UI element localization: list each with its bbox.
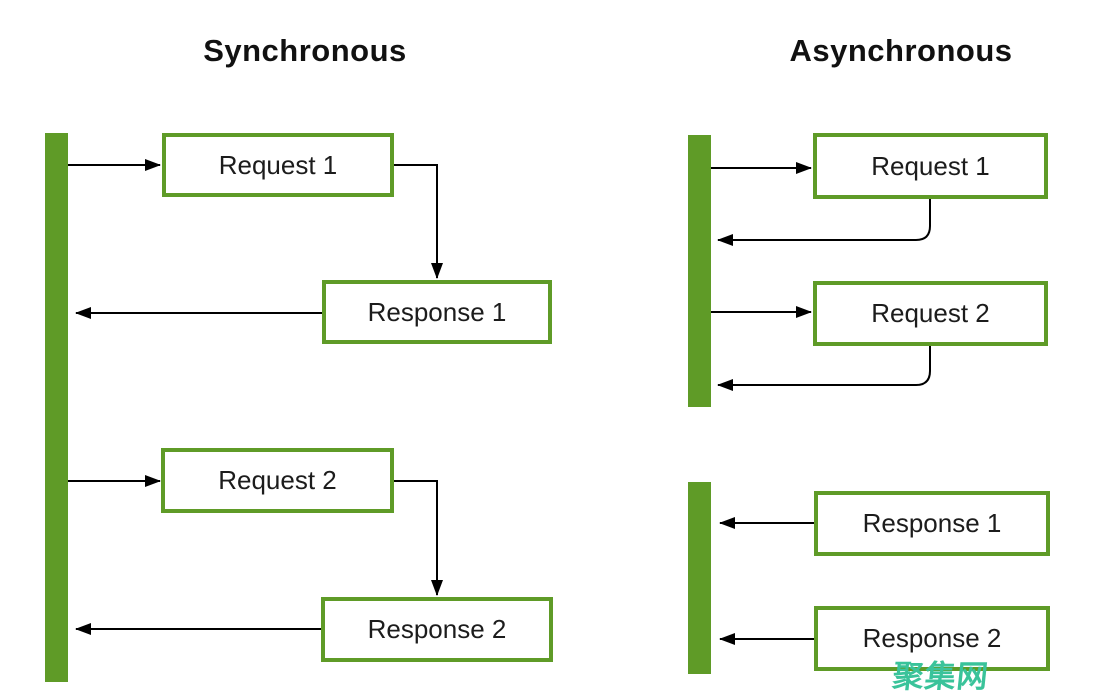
async-request2-return-connector xyxy=(717,346,931,391)
sync-lifeline-bar xyxy=(45,133,68,682)
sync-section-title: Synchronous xyxy=(203,33,407,68)
async-response2-label: Response 2 xyxy=(862,623,1002,653)
async-request1-return-connector xyxy=(717,199,931,246)
site-watermark: 聚集网 xyxy=(890,659,991,694)
async-response1-node: Response 1 xyxy=(814,491,1050,556)
sync-request2-node: Request 2 xyxy=(161,448,394,513)
async-section-title: Asynchronous xyxy=(789,33,1013,68)
async-lifeline-bar-bottom xyxy=(688,482,711,674)
async-request1-node: Request 1 xyxy=(813,133,1048,199)
async-request2-node: Request 2 xyxy=(813,281,1048,346)
sync-response2-node: Response 2 xyxy=(321,597,553,662)
async-response1-label: Response 1 xyxy=(862,508,1002,538)
async-response2-node: Response 2 xyxy=(814,606,1050,671)
sync-request1-node: Request 1 xyxy=(162,133,394,197)
sync-request1-to-response1-connector xyxy=(394,164,443,279)
sync-response1-node: Response 1 xyxy=(322,280,552,344)
sync-response2-label: Response 2 xyxy=(367,614,507,644)
sync-request2-to-response2-connector xyxy=(394,480,443,596)
async-lifeline-bar-top xyxy=(688,135,711,407)
sync-request1-label: Request 1 xyxy=(218,149,338,180)
async-request2-label: Request 2 xyxy=(871,298,990,328)
sync-response1-label: Response 1 xyxy=(367,296,507,327)
sync-request2-label: Request 2 xyxy=(218,465,337,495)
async-request1-label: Request 1 xyxy=(871,150,990,181)
